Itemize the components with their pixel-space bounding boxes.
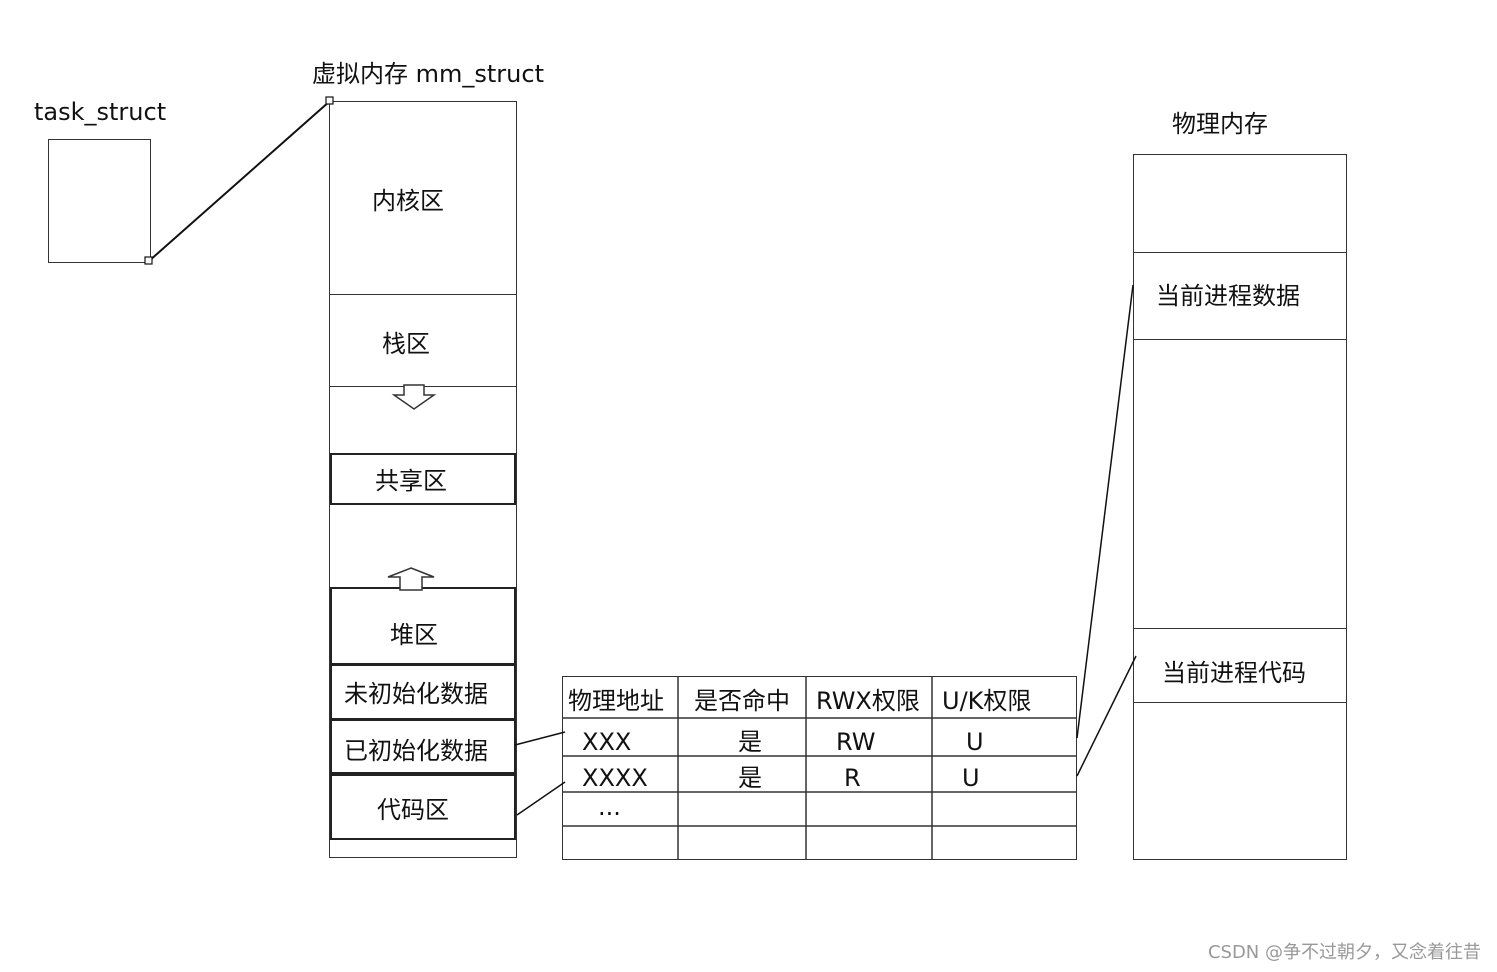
task-struct-label: task_struct [34, 98, 167, 126]
task-struct-box [48, 139, 151, 263]
table-cell: U [962, 764, 980, 792]
table-header-cell: U/K权限 [942, 687, 1032, 715]
physical-code-region: 当前进程代码 [1134, 628, 1346, 703]
kernel-region: 内核区 [330, 102, 516, 295]
shared-region-label: 共享区 [375, 467, 447, 495]
table-to-physical-code-line [1076, 655, 1137, 777]
bss-region-label: 未初始化数据 [344, 680, 488, 708]
table-header-cell: 物理地址 [568, 687, 664, 715]
kernel-region-label: 内核区 [372, 187, 444, 215]
physical-data-label: 当前进程数据 [1156, 282, 1300, 310]
code-region-label: 代码区 [377, 796, 449, 824]
stack-region-label: 栈区 [382, 330, 430, 358]
table-header-cell: RWX权限 [816, 687, 920, 715]
heap-region-label: 堆区 [390, 621, 438, 649]
virtual-memory-column: 内核区 栈区 共享区 堆区 未初始化数据 已初始化数据 代码区 [329, 101, 517, 858]
heap-region: 堆区 [330, 587, 516, 665]
table-cell: R [844, 764, 861, 792]
physical-memory-label: 物理内存 [1172, 110, 1268, 138]
table-cell: U [966, 728, 984, 756]
code-region: 代码区 [330, 774, 516, 840]
mm-struct-label: 虚拟内存 mm_struct [312, 60, 544, 88]
table-to-physical-data-line [1076, 284, 1134, 739]
physical-code-label: 当前进程代码 [1162, 659, 1306, 687]
bss-region: 未初始化数据 [330, 664, 516, 720]
stack-region: 栈区 [330, 294, 516, 387]
table-cell: 是 [738, 764, 762, 792]
table-cell: RW [836, 728, 876, 756]
table-header-cell: 是否命中 [694, 687, 790, 715]
data-region: 已初始化数据 [330, 719, 516, 774]
data-region-label: 已初始化数据 [344, 737, 488, 765]
watermark: CSDN @争不过朝夕，又念着往昔 [1207, 942, 1481, 963]
table-cell: 是 [738, 728, 762, 756]
table-cell: XXXX [582, 764, 648, 792]
physical-memory-column: 当前进程数据 当前进程代码 [1133, 154, 1347, 860]
task-to-mm-line [148, 100, 331, 262]
data-to-table-line [514, 731, 566, 746]
physical-top-region [1134, 155, 1346, 253]
table-cell: XXX [582, 728, 632, 756]
shared-region: 共享区 [330, 453, 516, 505]
physical-data-region: 当前进程数据 [1134, 252, 1346, 340]
table-cell: ... [598, 793, 621, 821]
code-to-table-line [516, 781, 566, 816]
